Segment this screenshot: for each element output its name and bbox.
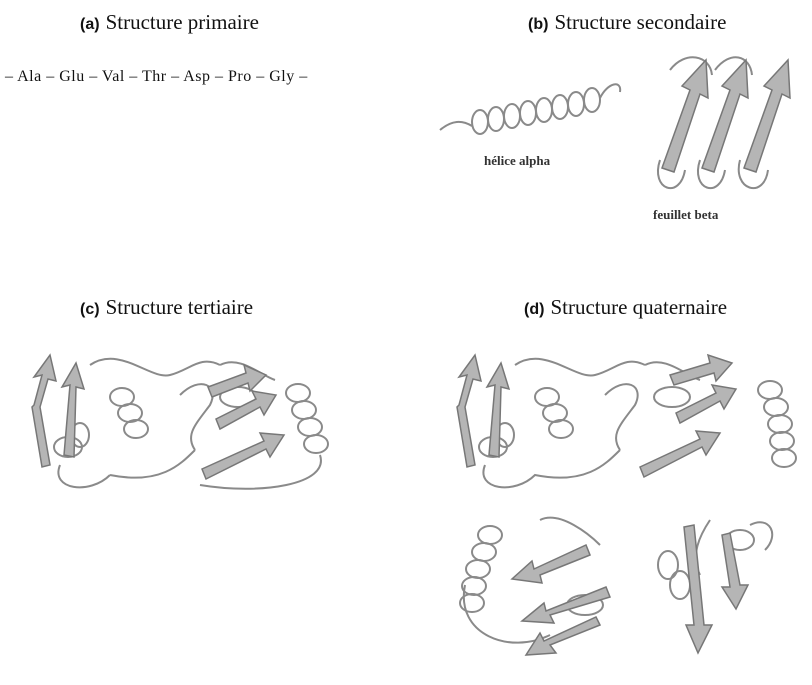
panel-b-text: Structure secondaire bbox=[554, 10, 726, 34]
panel-c-title: (c) Structure tertiaire bbox=[80, 295, 253, 320]
beta-sheet-illustration bbox=[640, 50, 810, 200]
tertiary-structure-illustration bbox=[20, 335, 390, 495]
amino-acid-sequence: – Ala – Glu – Val – Thr – Asp – Pro – Gl… bbox=[5, 68, 308, 86]
panel-c-letter: (c) bbox=[80, 301, 100, 318]
panel-d-title: (d) Structure quaternaire bbox=[524, 295, 727, 320]
alpha-helix-illustration bbox=[432, 72, 632, 152]
panel-d-letter: (d) bbox=[524, 301, 544, 318]
beta-sheet-label: feuillet beta bbox=[653, 207, 718, 223]
panel-a-letter: (a) bbox=[80, 16, 100, 33]
panel-b-letter: (b) bbox=[528, 16, 548, 33]
quaternary-structure-illustration bbox=[450, 335, 800, 685]
panel-d-text: Structure quaternaire bbox=[550, 295, 727, 319]
panel-c-text: Structure tertiaire bbox=[106, 295, 254, 319]
panel-a-text: Structure primaire bbox=[106, 10, 259, 34]
panel-a-title: (a) Structure primaire bbox=[80, 10, 259, 35]
panel-b-title: (b) Structure secondaire bbox=[528, 10, 726, 35]
alpha-helix-label: hélice alpha bbox=[484, 153, 550, 169]
